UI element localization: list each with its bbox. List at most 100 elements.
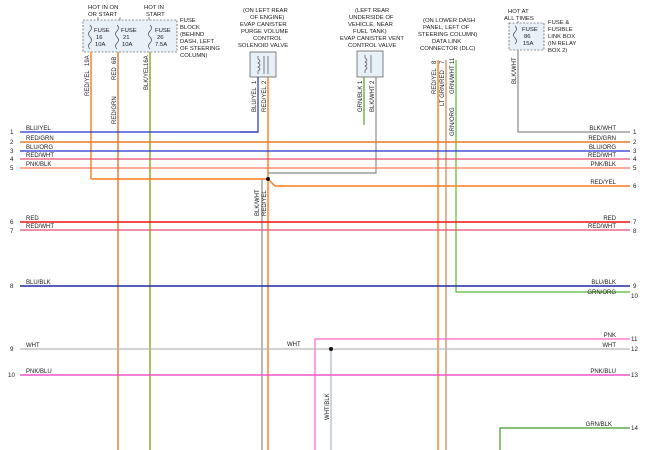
vlabel-vent2-pin: 2 [370,80,376,84]
vlabel-wht-drop: WHT/BLK [325,393,331,420]
right-pin-3: 3 [633,148,637,155]
vlabel-dlc3-pin: 11 [450,57,456,64]
hot-in-start-label-2: START [146,12,165,18]
fuse-16-name: FUSE [94,28,110,34]
left-wire-label-1: BLU/YEL [26,126,51,132]
vent-caption-3: VEHICLE, NEAR [348,22,393,28]
purge-caption-5: CONTROL [253,36,283,42]
left-pin-6: 6 [10,219,14,226]
mid-wht-label: WHT [287,342,301,348]
left-pin-10: 10 [8,372,15,379]
right-wire-label-2: RED/GRN [588,136,616,142]
purge-valve-body [249,51,277,78]
evap-vent-valve: (LEFT REAR UNDERSIDE OF VEHICLE, NEAR FU… [340,8,404,78]
vlabel-vent1: GRN/BLK [358,86,364,112]
fuse-21-symbol [115,24,119,50]
right-wire-label-8: RED/WHT [588,224,616,230]
evap-purge-valve: (ON LEFT REAR OF ENGINE) EVAP CANISTER P… [238,8,289,78]
vlabel-link: BLK/WHT [512,57,518,84]
wire-vent-blk-wht [268,77,377,174]
left-pin-4: 4 [10,156,14,163]
dlc-caption-4: DATA LINK [432,39,461,45]
left-wire-label-10: PNK/BLU [26,369,52,375]
right-pin-12: 12 [631,346,638,353]
right-wire-label-4: RED/WHT [588,153,616,159]
right-pin-7: 7 [633,219,637,226]
right-pin-11: 11 [631,336,638,343]
fuse-block-outline [82,19,178,53]
right-wire-label-1: BLK/WHT [589,126,616,132]
fuse-21: FUSE 21 10A [115,24,137,50]
vlabel-vent2: BLK/WHT [370,85,376,112]
right-wire-label-6: RED/YEL [590,180,616,186]
vent-caption-5: EVAP CANISTER VENT [340,36,404,42]
right-pin-13: 13 [631,372,638,379]
left-pin-3: 3 [10,148,14,155]
vlabel-fuse3-pin: 16A [144,55,150,66]
hot-in-on-or-start-label-1: HOT IN ON [88,5,118,11]
left-pin-5: 5 [10,165,14,172]
right-wire-label-11: PNK [604,333,616,339]
link-box-outline [508,22,545,51]
wire-pnk-11 [314,338,630,450]
right-connector-labels: BLK/WHT 1 RED/GRN 2 BLU/ORG 3 RED/WHT 4 … [586,126,639,432]
fuse-26-name: FUSE [155,28,171,34]
vlabel-fuse1-pin: 19A [85,55,91,66]
vlabel-purge2-pin: 2 [262,80,268,84]
right-pin-14: 14 [631,425,638,432]
fuse-26-amp: 7.5A [155,42,167,48]
left-wire-label-2: RED/GRN [26,136,54,142]
left-wire-label-6: RED [26,216,39,222]
right-wire-label-5: PNK/BLK [591,162,616,168]
right-pin-8: 8 [633,228,637,235]
vlabel-dlc2-pin: 7 [440,60,446,64]
vent-valve-body [356,50,384,78]
left-wire-label-4: RED/WHT [26,153,54,159]
fuse-block-caption-2: BLOCK [180,25,200,31]
right-pin-1: 1 [633,129,637,136]
link-box-caption-2: FUSIBLE [548,27,573,33]
right-wire-label-3: BLU/ORG [589,145,616,151]
vlabel-center2: RED/YEL [262,190,268,216]
fuse-21-amp: 10A [122,42,133,48]
fuse-21-name: FUSE [121,28,137,34]
dlc-caption-3: STEERING COLUMN) [418,32,477,38]
right-wire-label-9: BLU/BLK [591,280,616,286]
fuse-86-amp: 15A [523,41,534,47]
hot-in-start-label-1: HOT IN [144,5,164,11]
hot-at-all-times-2: ALL TIMES [504,16,534,22]
fuse-block: HOT IN ON OR START HOT IN START FUSE 16 … [82,5,220,59]
left-pin-9: 9 [10,346,14,353]
fuse-16-amp: 10A [95,42,106,48]
data-link-connector: (ON LOWER DASH PANEL, LEFT OF STEERING C… [418,18,477,52]
fuse-block-caption-5: OF STEERING [180,46,220,52]
left-wire-label-5: PNK/BLK [26,162,51,168]
vlabel-fuse3: BLK/YEL [144,65,150,90]
hot-in-on-or-start-label-2: OR START [88,12,118,18]
purge-caption-1: (ON LEFT REAR [243,8,288,14]
vlabel-fuse2b: RED [112,67,118,80]
left-wire-label-3: BLU/ORG [26,145,53,151]
fuse-16-symbol [88,24,92,50]
vlabel-dlc1: RED/YEL [432,68,438,94]
right-pin-4: 4 [633,156,637,163]
fuse-16: FUSE 16 10A [88,24,110,50]
left-connector-labels: 1 BLU/YEL 2 RED/GRN 3 BLU/ORG 4 RED/WHT … [8,126,54,379]
vent-caption-6: CONTROL VALVE [348,43,396,49]
vlabel-dlc3b: GRN/ORG [450,107,456,136]
fuse-16-number: 16 [96,35,103,41]
right-pin-5: 5 [633,165,637,172]
fuse-26-symbol [148,24,152,50]
left-wire-label-7: RED/WHT [26,224,54,230]
wire-link-blk-wht [517,50,630,133]
splice-dot [329,347,333,351]
vlabel-fuse2: RED/GRN [112,96,118,124]
vlabel-fuse2-pin: 6B [112,57,118,64]
link-box-caption-1: FUSE & [548,20,569,26]
right-wire-label-14: GRN/BLK [586,422,612,428]
left-pin-8: 8 [10,283,14,290]
splice-dot [266,177,270,181]
dlc-caption-5: CONNECTOR (DLC) [420,46,475,52]
vertical-wire-labels: RED/YEL 19A RED/GRN RED 6B BLK/YEL 16A B… [85,55,518,420]
vent-caption-2: UNDERSIDE OF [349,15,394,21]
